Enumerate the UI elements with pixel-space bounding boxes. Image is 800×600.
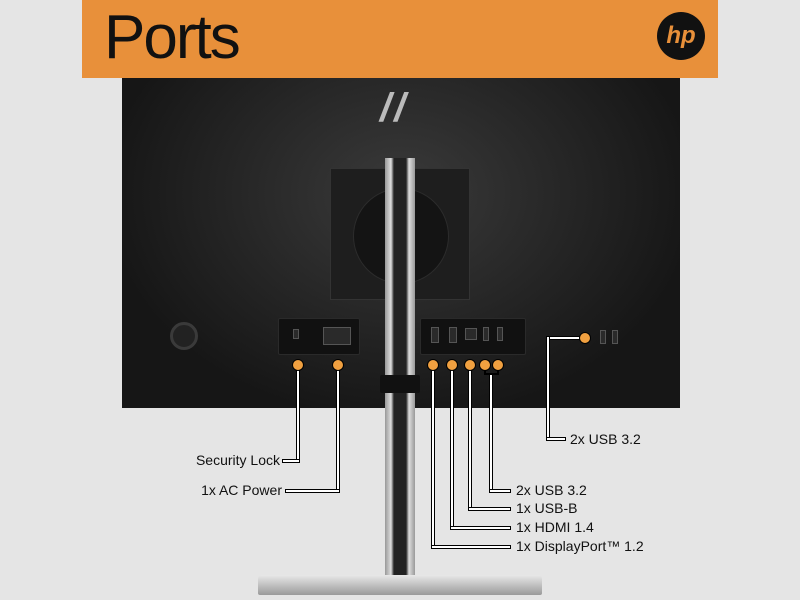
callout-dot [292,359,304,371]
callout-line [490,490,510,492]
callout-line [547,337,549,439]
ac-power-port [323,327,351,345]
callout-line [490,375,492,491]
hdmi-port [449,327,457,343]
label-displayport: 1x DisplayPort™ 1.2 [516,538,644,554]
callout-dot [492,359,504,371]
callout-dot [579,332,591,344]
header-banner: Ports hp [82,0,718,78]
side-usb-port [612,330,618,344]
usb-port [483,327,489,341]
callout-line [547,337,585,339]
power-button [170,322,198,350]
page-title: Ports [104,3,241,72]
port-panel-right [420,318,526,355]
label-side-usb: 2x USB 3.2 [570,431,641,447]
callout-line [547,438,565,440]
usb-b-port [465,328,477,340]
callout-line [432,365,434,547]
callout-line [469,508,510,510]
cable-clip [380,375,420,393]
port-panel-left [278,318,360,355]
callout-dot [332,359,344,371]
callout-dot [464,359,476,371]
label-rear-usb: 2x USB 3.2 [516,482,587,498]
callout-line [451,365,453,528]
callout-line [451,527,510,529]
hp-logo: hp [657,12,705,60]
usb-port [497,327,503,341]
displayport-port [431,327,439,343]
callout-line [283,460,299,462]
callout-line [337,365,339,491]
side-usb-port [600,330,606,344]
stand-base [258,575,542,595]
label-ac-power: 1x AC Power [201,482,282,498]
callout-dot [427,359,439,371]
label-usb-b: 1x USB-B [516,500,578,516]
callout-line [432,546,510,548]
security-lock-slot [293,329,299,339]
callout-line [286,490,339,492]
label-hdmi: 1x HDMI 1.4 [516,519,594,535]
vesa-mount-plate [330,168,470,300]
label-security-lock: Security Lock [195,452,280,468]
callout-line [297,365,299,461]
callout-dot [479,359,491,371]
stand-column [385,158,415,588]
monitor-brand-logo: / / [380,86,405,130]
callout-dot [446,359,458,371]
callout-line [469,365,471,509]
